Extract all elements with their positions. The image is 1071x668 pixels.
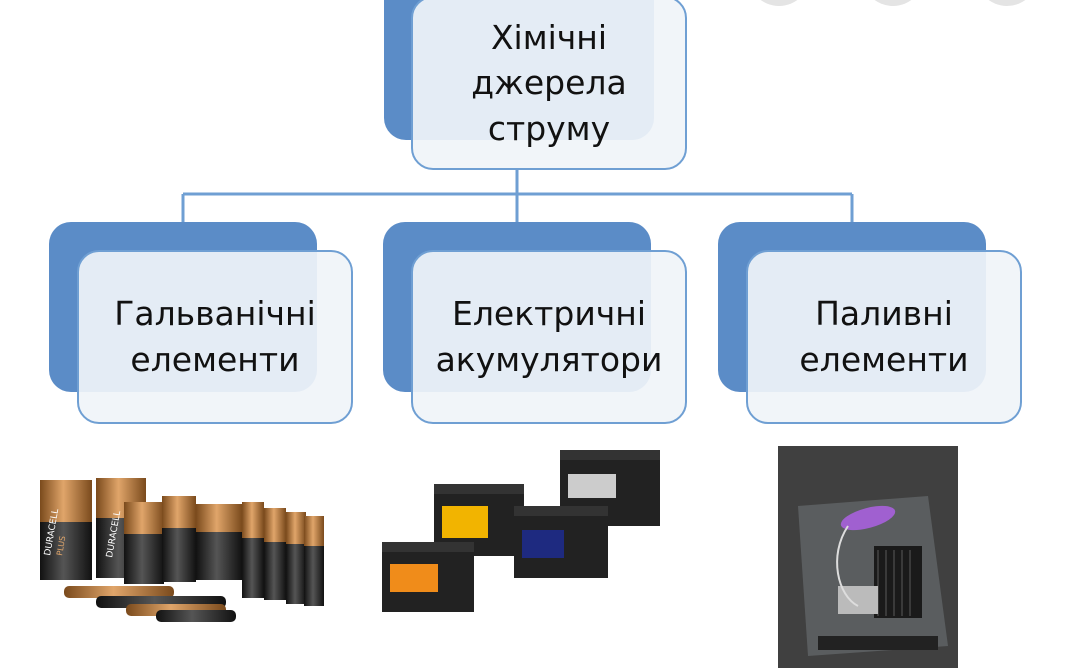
decorative-circle [748, 0, 810, 6]
fuel-cell-photo [778, 446, 958, 668]
accumulator-orange [382, 542, 474, 612]
child-node-galvanic-label: Гальванічні елементи [114, 294, 316, 379]
child-node-accumulators: Електричні акумулятори [411, 250, 687, 424]
battery-sub-text: PLUS [55, 535, 67, 556]
root-node: Хімічні джерела струму [411, 0, 687, 170]
duracell-batteries-photo: DURACELL DURACELL PLUS [40, 478, 324, 622]
accumulator-blue [514, 506, 608, 578]
child-node-fuel: Паливні елементи [746, 250, 1022, 424]
child-node-fuel-label: Паливні елементи [799, 294, 969, 379]
child-node-accumulators-label: Електричні акумулятори [435, 294, 663, 379]
root-node-label: Хімічні джерела струму [471, 17, 627, 148]
child-node-galvanic: Гальванічні елементи [77, 250, 353, 424]
decorative-circle [862, 0, 924, 6]
decorative-circle [976, 0, 1038, 6]
car-accumulators-photo [382, 450, 660, 612]
